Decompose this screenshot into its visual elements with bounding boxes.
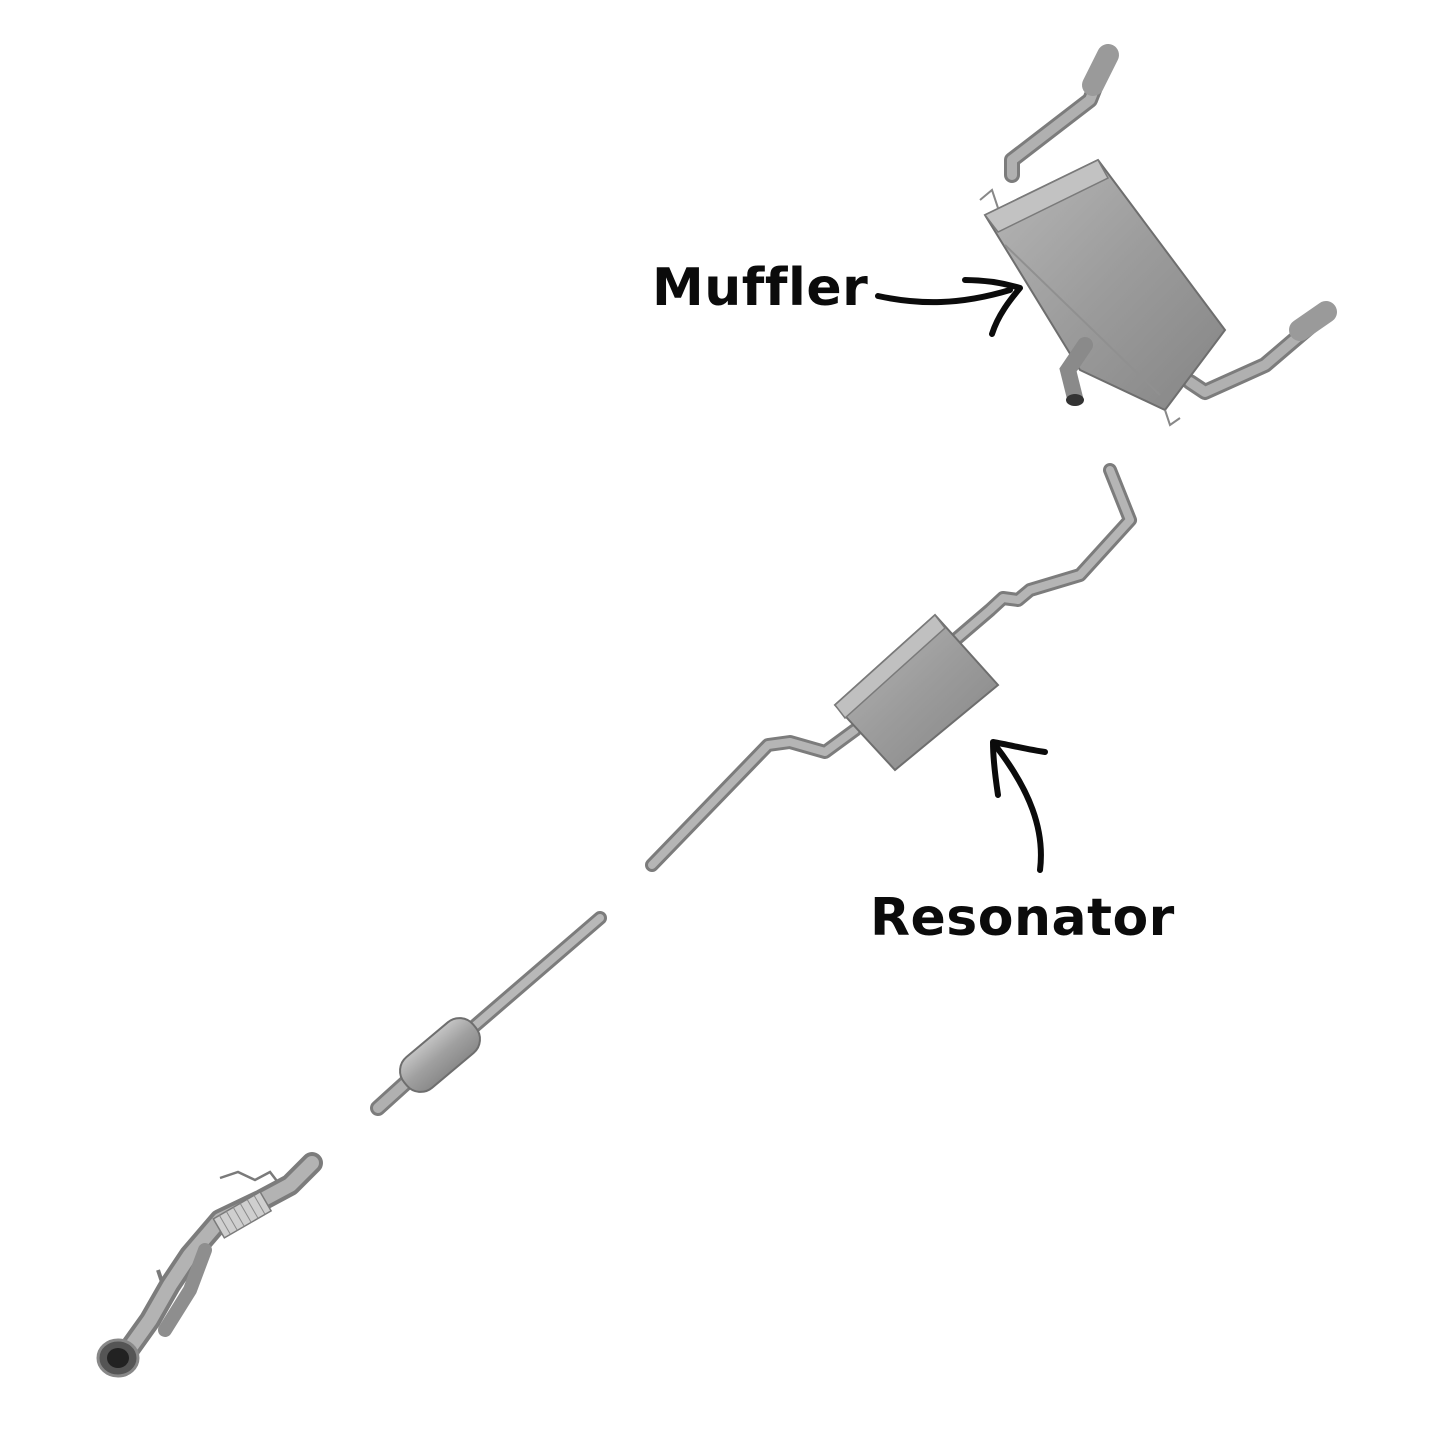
resonator-icon <box>645 463 1137 872</box>
resonator-label: Resonator <box>870 888 1175 948</box>
downpipe-icon <box>96 1152 323 1378</box>
muffler-label: Muffler <box>652 258 869 318</box>
muffler-arrow-icon <box>875 277 1023 337</box>
catalytic-converter-icon <box>370 911 607 1116</box>
muffler-icon <box>979 44 1337 427</box>
resonator-arrow-icon <box>990 739 1048 873</box>
